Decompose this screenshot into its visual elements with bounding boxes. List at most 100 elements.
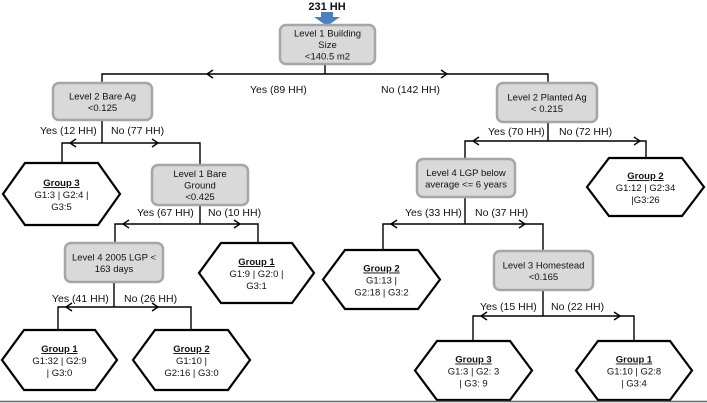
decision-text: <0.425	[185, 192, 214, 203]
group-title: Group 1	[238, 257, 275, 268]
branch-lgp2005: Yes (41 HH)No (26 HH)	[52, 282, 192, 330]
leaf-hexagon	[574, 339, 694, 402]
arrow-right-icon	[440, 69, 449, 79]
arrow-right-icon	[633, 136, 642, 146]
decision-text: Level 4 LGP below	[426, 168, 506, 179]
decision-node-bare-ag: Level 2 Bare Ag<0.125	[51, 81, 154, 122]
yes-branch-label: Yes (67 HH)	[137, 207, 194, 219]
yes-branch-label: Yes (89 HH)	[250, 84, 307, 96]
leaf-hexagon	[131, 328, 252, 392]
yes-branch-label: Yes (33 HH)	[405, 207, 462, 219]
group-counts: G1:10 |	[176, 356, 207, 367]
no-branch-label: No (37 HH)	[475, 207, 528, 219]
arrow-right-icon	[151, 138, 160, 148]
leaf-hexagon	[197, 241, 316, 305]
group-counts: G3:1	[246, 281, 267, 292]
decision-text: Size	[318, 40, 336, 51]
decision-node-lgp2005: Level 4 2005 LGP <163 days	[63, 241, 165, 284]
decision-text: <140.5 m2	[305, 52, 350, 63]
arrow-left-icon	[205, 69, 214, 79]
group-counts: | G3:4	[621, 379, 647, 390]
group-title: Group 3	[455, 355, 491, 366]
root-count-label: 231 HH	[308, 1, 345, 13]
arrow-left-icon	[471, 136, 480, 146]
leaf-g2-c: Group 2G1:13 |G2:18 | G3:2	[321, 248, 442, 311]
arrow-left-icon	[389, 219, 398, 229]
branch-homestead: Yes (15 HH) No (22 HH)	[472, 290, 635, 341]
decision-text: average <= 6 years	[425, 179, 507, 190]
connector-line	[464, 122, 647, 159]
no-branch-label: No (77 HH)	[111, 125, 164, 137]
branch-bare-ground: Yes (67 HH) No (10 HH)	[114, 205, 261, 243]
no-branch-label: No (142 HH)	[381, 84, 440, 96]
branch-planted-ag: Yes (70 HH) No (72 HH)	[464, 122, 647, 159]
group-counts: G1:10 | G2:8	[607, 367, 661, 378]
leaf-hexagon	[585, 156, 706, 218]
decision-text: < 0.215	[531, 104, 563, 115]
yes-branch-label: Yes (70 HH)	[488, 126, 545, 138]
arrow-left-icon	[479, 311, 488, 321]
no-branch-label: No (10 HH)	[208, 207, 261, 219]
group-counts: |G3:26	[631, 195, 659, 206]
decision-text: Level 1 Building	[294, 29, 361, 40]
arrow-right-icon	[518, 219, 527, 229]
leaf-g2-b: Group 2G1:12 | G2:34|G3:26	[585, 156, 706, 218]
group-counts: G2:16 | G3:0	[164, 368, 218, 379]
decision-text: Level 2 Planted Ag	[507, 92, 586, 103]
arrow-right-icon	[233, 219, 242, 229]
decision-text: Level 2 Bare Ag	[69, 91, 136, 102]
decision-text: Level 3 Homestead	[503, 260, 585, 271]
connector-line	[101, 64, 549, 83]
connector-line	[114, 205, 259, 243]
group-counts: G2:18 | G3:2	[354, 288, 408, 299]
decision-text: Level 4 2005 LGP <	[72, 252, 157, 263]
yes-branch-label: Yes (15 HH)	[480, 301, 537, 313]
group-title: Group 3	[43, 178, 79, 189]
group-title: Group 2	[173, 344, 209, 355]
decision-box	[51, 81, 154, 122]
arrow-left-icon	[68, 138, 77, 148]
connector-line	[382, 197, 544, 251]
decision-text: Level 1 Bare	[173, 169, 226, 180]
connector-line	[472, 290, 635, 341]
group-title: Group 2	[363, 264, 399, 275]
leaf-hexagon	[413, 339, 534, 402]
leaf-g1-b: Group 1G1:32 | G2:9| G3:0	[0, 328, 119, 392]
branch-bare-ag: Yes (12 HH)No (77 HH)	[40, 120, 201, 165]
leaf-g1-c: Group 1G1:10 | G2:8| G3:4	[574, 339, 694, 402]
decision-text: 163 days	[95, 264, 134, 275]
group-title: Group 1	[616, 355, 653, 366]
arrow-right-icon	[613, 311, 622, 321]
decision-text: <0.165	[529, 272, 558, 283]
connector-line	[61, 120, 201, 165]
yes-branch-label: Yes (41 HH)	[52, 293, 109, 305]
leaf-g3-b: Group 3G1:3 | G2: 3| G3: 9	[413, 339, 534, 402]
leaf-hexagon	[1, 161, 122, 227]
arrow-left-icon	[64, 302, 73, 312]
group-counts: | G3:0	[47, 368, 73, 379]
group-counts: G1:13 |	[366, 276, 397, 287]
leaf-g1-a: Group 1G1:9 | G2:0 |G3:1	[197, 241, 316, 305]
group-counts: G1:3 | G2: 3	[448, 367, 500, 378]
decision-node-homestead: Level 3 Homestead<0.165	[492, 249, 595, 292]
group-counts: G3:5	[51, 202, 72, 213]
leaf-hexagon	[0, 328, 119, 392]
branch-lgp-below: Yes (33 HH) No (37 HH)	[382, 197, 544, 251]
leaf-g2-a: Group 2G1:10 |G2:16 | G3:0	[131, 328, 252, 392]
no-branch-label: No (22 HH)	[551, 301, 604, 313]
group-counts: G1:9 | G2:0 |	[229, 269, 283, 280]
decision-box	[495, 81, 599, 124]
decision-node-planted-ag: Level 2 Planted Ag< 0.215	[495, 81, 599, 124]
entry-arrow-icon	[314, 12, 340, 26]
group-title: Group 1	[41, 344, 78, 355]
branch-root: Yes (89 HH) No (142 HH)	[101, 64, 549, 96]
no-branch-label: No (72 HH)	[559, 126, 612, 138]
group-counts: | G3: 9	[459, 379, 487, 390]
decision-text: <0.125	[88, 103, 117, 114]
arrow-right-icon	[151, 302, 160, 312]
decision-box	[278, 23, 377, 66]
